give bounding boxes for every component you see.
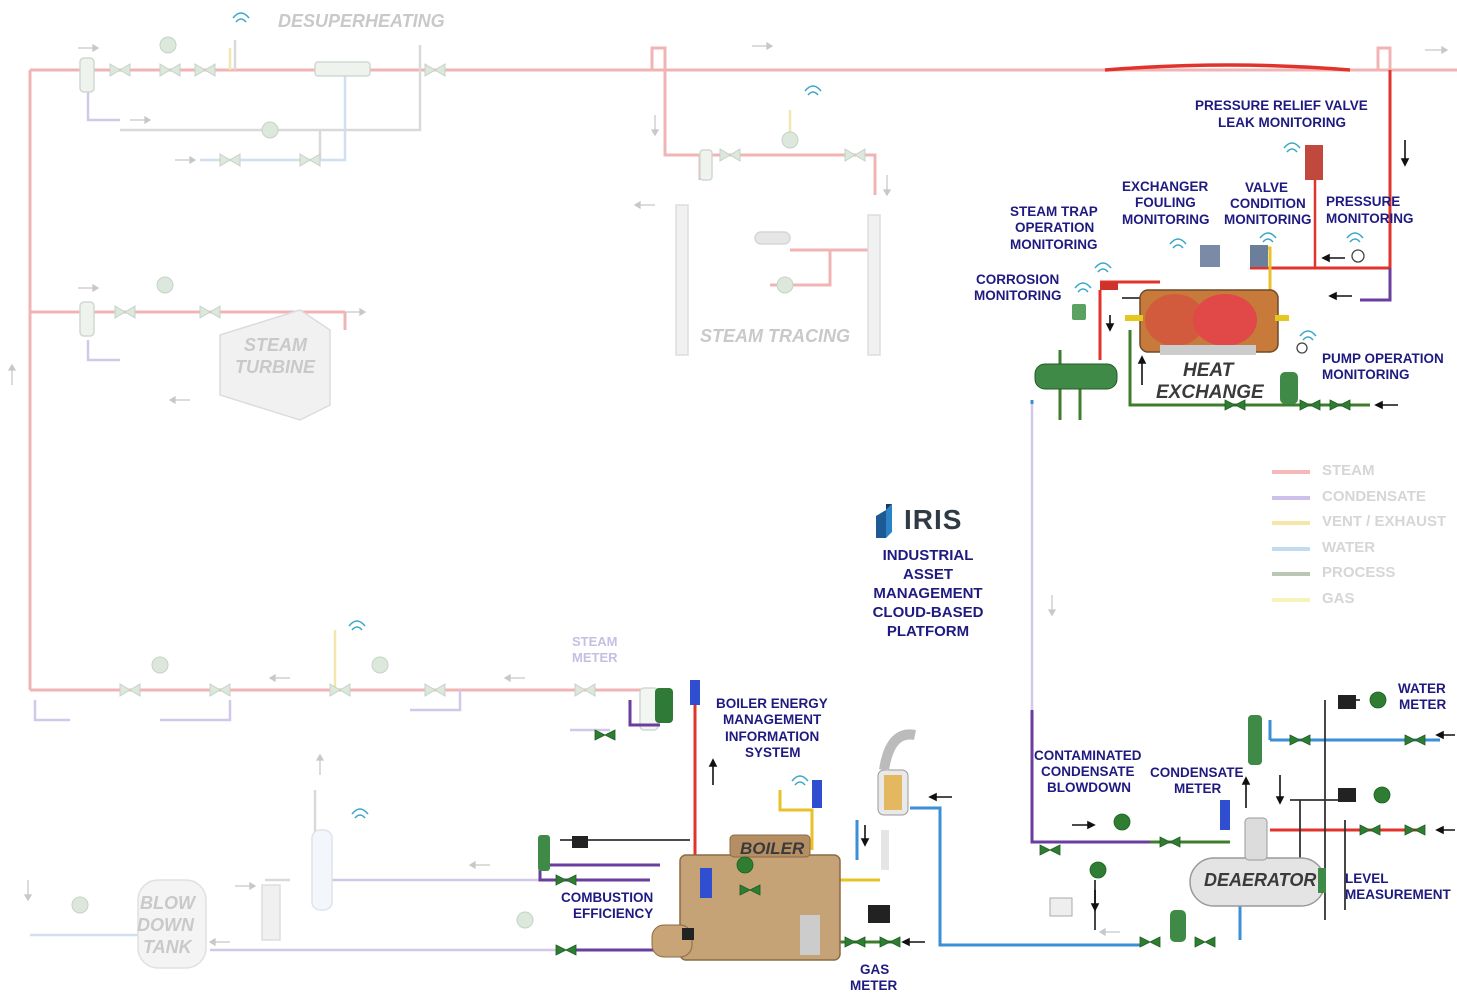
- legend-item-vent: VENT / EXHAUST: [1272, 513, 1457, 539]
- legend-swatch-condensate: [1272, 495, 1310, 500]
- blowdown-tank-label-1: BLOW: [140, 893, 195, 913]
- valve-condition-label-2: CONDITION: [1230, 196, 1306, 211]
- legend-swatch-vent: [1272, 521, 1310, 525]
- deaerator: [1049, 695, 1356, 942]
- corrosion-label-2: MONITORING: [974, 288, 1062, 303]
- iris-brand-name: IRIS: [904, 504, 963, 535]
- legend-swatch-process: [1272, 572, 1310, 576]
- iris-logo-icon: [876, 504, 892, 538]
- faded-equipment: [79, 57, 881, 969]
- legend-swatch-steam: [1272, 470, 1310, 474]
- boiler: [538, 680, 916, 961]
- heat-exchange-label-2: EXCHANGE: [1156, 382, 1264, 403]
- legend-label-steam: STEAM: [1322, 462, 1375, 479]
- contaminated-condensate-label-1: CONTAMINATED: [1034, 748, 1142, 763]
- boiler-energy-label-2: MANAGEMENT: [723, 712, 822, 727]
- faded-flow-arrows: [7, 41, 1449, 947]
- water-meter-label-2: METER: [1399, 697, 1447, 712]
- boiler-valves: [555, 729, 901, 956]
- gas-meter-label-1: GAS: [860, 962, 890, 977]
- iris-tagline: INDUSTRIAL ASSET MANAGEMENT CLOUD-BASED …: [858, 546, 998, 641]
- iris-tagline-line4: CLOUD-BASED: [872, 604, 984, 621]
- prv-leak-label-1: PRESSURE RELIEF VALVE: [1195, 98, 1368, 113]
- legend-label-process: PROCESS: [1322, 564, 1396, 581]
- combustion-efficiency-label-2: EFFICIENCY: [573, 906, 654, 921]
- boiler-energy-label-4: SYSTEM: [745, 745, 801, 760]
- blowdown-tank-label-2: DOWN: [137, 915, 194, 935]
- legend-item-steam: STEAM: [1272, 462, 1457, 488]
- fouling-label-3: MONITORING: [1122, 212, 1210, 227]
- fouling-label-1: EXCHANGER: [1122, 179, 1209, 194]
- condensate-meter-label-2: METER: [1174, 781, 1222, 796]
- legend-item-condensate: CONDENSATE: [1272, 488, 1457, 514]
- wireless-sensor-icons: [232, 12, 1364, 819]
- pump-operation-label-2: MONITORING: [1322, 367, 1410, 382]
- combustion-efficiency-label-1: COMBUSTION: [561, 890, 654, 905]
- pressure-monitoring-label-1: PRESSURE: [1326, 194, 1401, 209]
- steam-trap-label-1: STEAM TRAP: [1010, 204, 1098, 219]
- legend-item-gas: GAS: [1272, 590, 1457, 616]
- steam-trap-label-2: OPERATION: [1015, 220, 1095, 235]
- heat-exchange-label-1: HEAT: [1183, 360, 1234, 381]
- contaminated-condensate-label-3: BLOWDOWN: [1047, 780, 1131, 795]
- legend-swatch-water: [1272, 546, 1310, 551]
- legend-item-water: WATER: [1272, 539, 1457, 565]
- contaminated-condensate-label-2: CONDENSATE: [1041, 764, 1135, 779]
- legend-label-condensate: CONDENSATE: [1322, 487, 1426, 505]
- faded-process-piping: [120, 40, 877, 900]
- condensate-meter-label-1: CONDENSATE: [1150, 765, 1244, 780]
- boiler-energy-label-1: BOILER ENERGY: [716, 696, 828, 711]
- pipe-legend: STEAM CONDENSATE VENT / EXHAUST WATER PR…: [1272, 462, 1457, 615]
- desuperheating-label: DESUPERHEATING: [278, 11, 445, 31]
- active-flow-arrows: [708, 140, 1455, 947]
- legend-swatch-gas: [1272, 597, 1310, 602]
- iris-tagline-line1: INDUSTRIAL: [882, 547, 974, 564]
- blowdown-tank-label-3: TANK: [143, 937, 192, 957]
- steam-turbine-label-2: TURBINE: [235, 357, 315, 377]
- pressure-monitoring-label-2: MONITORING: [1326, 211, 1414, 226]
- level-measurement-label-1: LEVEL: [1345, 871, 1389, 886]
- fouling-label-2: FOULING: [1135, 195, 1196, 210]
- level-measurement-label-2: MEASUREMENT: [1345, 887, 1451, 902]
- faded-water-piping: [30, 70, 1140, 947]
- corrosion-label-1: CORROSION: [976, 272, 1060, 287]
- valve-condition-label-1: VALVE: [1245, 180, 1289, 195]
- valve-condition-label-3: MONITORING: [1224, 212, 1312, 227]
- iris-tagline-line3: MANAGEMENT: [873, 585, 983, 602]
- iris-tagline-line5: PLATFORM: [886, 623, 970, 640]
- boiler-label: BOILER: [740, 839, 805, 858]
- boiler-energy-label-3: INFORMATION: [725, 729, 820, 744]
- steam-turbine-label-1: STEAM: [244, 335, 307, 355]
- iris-tagline-line2: ASSET: [902, 566, 953, 583]
- faded-valves: [71, 36, 866, 929]
- legend-label-gas: GAS: [1322, 589, 1355, 607]
- legend-label-water: WATER: [1322, 538, 1376, 556]
- steam-trap-label-3: MONITORING: [1010, 237, 1098, 252]
- legend-label-vent: VENT / EXHAUST: [1322, 513, 1447, 530]
- deaerator-label: DEAERATOR: [1204, 870, 1317, 890]
- steam-meter-label-2: METER: [572, 650, 618, 665]
- gas-meter-label-2: METER: [850, 978, 898, 993]
- steam-meter-label-1: STEAM: [572, 634, 618, 649]
- water-meter-label-1: WATER: [1398, 681, 1446, 696]
- deaerator-valves: [1039, 691, 1426, 948]
- heat-exchanger: [1034, 145, 1365, 404]
- prv-leak-label-2: LEAK MONITORING: [1218, 115, 1346, 130]
- legend-item-process: PROCESS: [1272, 564, 1457, 590]
- faded-condensate-piping: [33, 90, 1034, 952]
- pump-operation-label-1: PUMP OPERATION: [1322, 351, 1444, 366]
- steam-tracing-label: STEAM TRACING: [700, 326, 850, 346]
- heat-exchanger-valves: [1224, 399, 1351, 411]
